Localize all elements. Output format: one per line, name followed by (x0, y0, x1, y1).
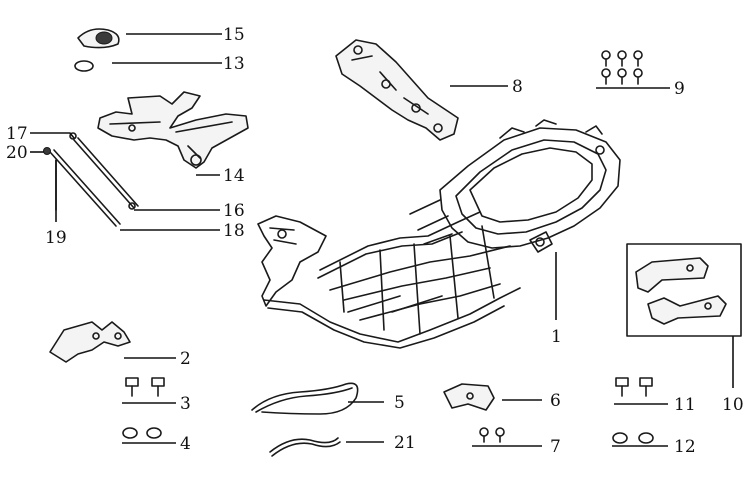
part-5-cable (251, 382, 359, 415)
part-8-plate (335, 39, 459, 141)
callout-10: 10 (722, 395, 744, 415)
part-6-clamp (443, 383, 495, 411)
part-16-rod (73, 137, 139, 210)
callout-numbers: 15 13 8 9 17 20 14 16 18 19 1 10 2 3 4 5… (6, 25, 744, 457)
callout-14: 14 (223, 166, 245, 186)
callout-5: 5 (394, 393, 405, 413)
part-15-cap (77, 28, 120, 49)
callout-12: 12 (674, 437, 696, 457)
callout-13: 13 (223, 54, 245, 74)
callout-16: 16 (223, 201, 245, 221)
part-12-nuts (612, 432, 654, 444)
callout-8: 8 (512, 77, 523, 97)
callout-15: 15 (223, 25, 245, 45)
callout-1: 1 (551, 327, 562, 347)
callout-18: 18 (223, 221, 245, 241)
part-4-nuts (122, 427, 162, 439)
part-1-main-frame (257, 119, 621, 349)
part-21-hose (269, 437, 341, 457)
callout-7: 7 (550, 437, 561, 457)
part-18-rod (49, 149, 121, 227)
part-7-bolts (479, 427, 505, 443)
callout-20: 20 (6, 143, 28, 163)
leader-lines (30, 33, 734, 447)
part-20-nut (43, 147, 51, 155)
callout-21: 21 (394, 433, 416, 453)
leader-17 (30, 132, 75, 139)
callout-9: 9 (674, 79, 685, 99)
part-9-bolts (601, 50, 643, 85)
callout-11: 11 (674, 395, 696, 415)
callout-6: 6 (550, 391, 561, 411)
callout-2: 2 (180, 349, 191, 369)
part-3-bolts (125, 377, 165, 397)
callout-3: 3 (180, 394, 191, 414)
part-11-bolts (615, 377, 653, 397)
callout-19: 19 (45, 228, 67, 248)
part-10-bracket-set (626, 243, 742, 337)
part-17-washer (69, 132, 77, 140)
part-14-bracket (97, 91, 249, 169)
callout-4: 4 (180, 434, 191, 454)
part-13-ring (74, 60, 94, 72)
part-2-bracket (49, 321, 131, 363)
callout-17: 17 (6, 124, 28, 144)
